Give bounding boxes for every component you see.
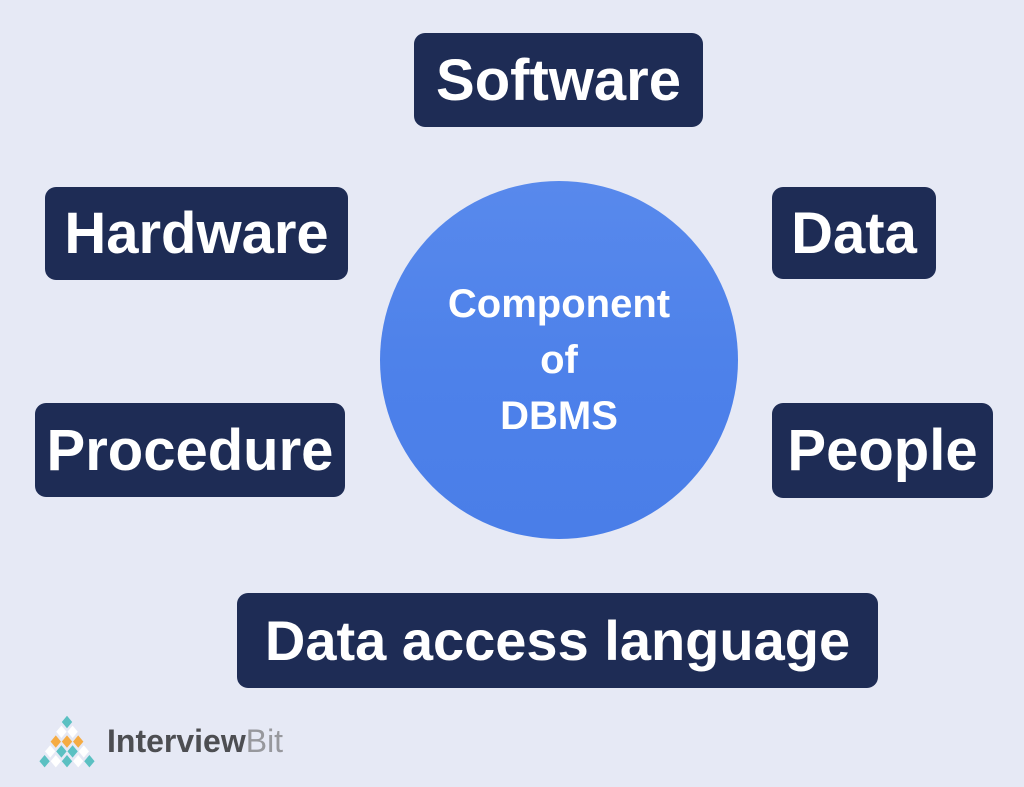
center-circle: Component of DBMS [380, 181, 738, 539]
node-hardware-label: Hardware [64, 201, 329, 266]
node-data: Data [772, 187, 936, 279]
interviewbit-logo: InterviewBit [38, 714, 283, 768]
node-people-label: People [787, 418, 978, 483]
diamond-pyramid-icon [39, 715, 95, 767]
brand-interview-text: Interview [107, 723, 246, 759]
node-data-label: Data [791, 200, 917, 266]
center-title-line2: of [540, 338, 578, 382]
node-data-access-language-label: Data access language [264, 609, 851, 672]
node-data-access-language: Data access language [237, 593, 878, 688]
node-software: Software [414, 33, 703, 127]
brand-bit-text: Bit [245, 723, 284, 759]
center-title-line3: DBMS [500, 394, 618, 438]
node-people: People [772, 403, 993, 498]
node-procedure: Procedure [35, 403, 345, 497]
brand-wordmark: InterviewBit [107, 714, 283, 768]
node-hardware: Hardware [45, 187, 348, 280]
center-title-line1: Component [447, 282, 671, 326]
node-software-label: Software [436, 47, 681, 113]
node-procedure-label: Procedure [46, 417, 334, 483]
